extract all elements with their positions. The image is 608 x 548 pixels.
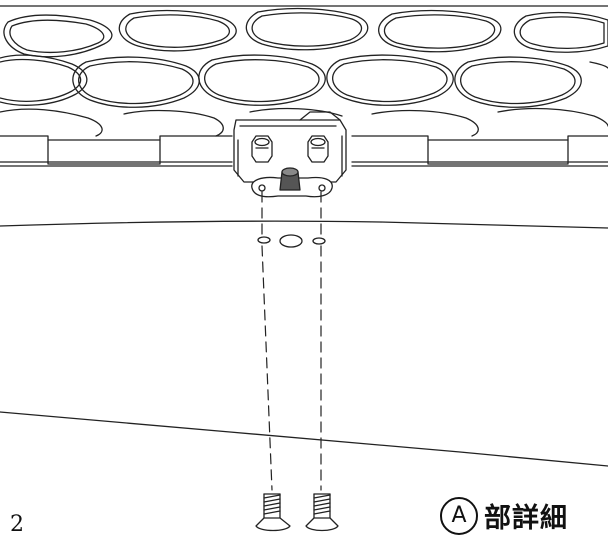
detail-callout: A 部詳細: [440, 496, 568, 535]
screw-right: [305, 493, 339, 532]
bumper-upper-edge: [0, 220, 608, 229]
mounting-bracket: [233, 111, 347, 198]
bracket-nut-left: [251, 135, 273, 163]
bracket-nut-right: [307, 135, 329, 163]
center-clip: [251, 167, 333, 198]
page-number: 2: [10, 512, 24, 537]
grille-mesh: [0, 7, 608, 137]
mount-hole-right: [312, 237, 326, 245]
detail-marker-circle: A: [440, 496, 478, 535]
screw-left: [255, 493, 291, 532]
center-hole: [279, 234, 303, 248]
mount-hole-left: [257, 236, 271, 244]
bumper-lower-edge: [0, 411, 608, 467]
grille-lower-frame: [0, 135, 608, 141]
detail-label-text: 部詳細: [484, 503, 568, 534]
alignment-lines: [261, 191, 322, 491]
